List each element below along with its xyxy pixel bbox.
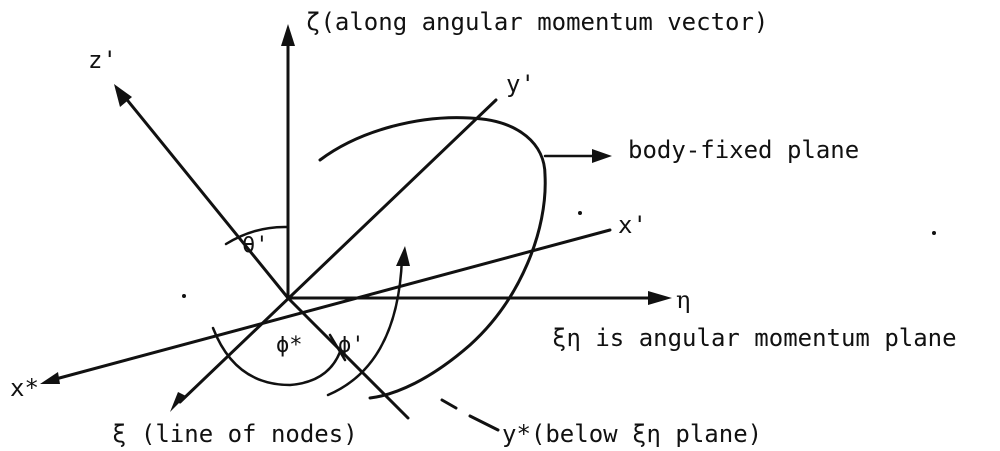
x-star-label: x* (10, 374, 39, 402)
z-prime-arrowhead (114, 84, 132, 107)
body-fixed-plane-label: body-fixed plane (628, 136, 859, 164)
body-fixed-plane-pointer-arrowhead (592, 149, 612, 163)
z-prime-label: z' (88, 46, 117, 74)
zeta-axis-arrowhead (281, 24, 295, 46)
xi-eta-plane-label: ξη is angular momentum plane (552, 324, 957, 352)
y-star-axis-dashed-2 (468, 414, 500, 432)
speck-dot-3 (182, 294, 186, 298)
speck-dot-2 (932, 231, 936, 235)
z-prime-axis (122, 94, 290, 300)
y-star-axis-dashed-1 (440, 398, 458, 410)
speck-dot-1 (578, 211, 582, 215)
phi-star-arc (211, 326, 342, 387)
body-fixed-plane-ellipse (318, 116, 547, 400)
theta-prime-label: θ' (242, 233, 269, 258)
xi-line-of-nodes-label: ξ (line of nodes) (112, 420, 358, 448)
phi-star-label: ϕ* (276, 333, 303, 358)
x-star-arrowhead (40, 372, 60, 384)
phi-prime-arrowhead (396, 246, 410, 266)
eta-axis-arrowhead (648, 291, 672, 305)
phi-prime-label: ϕ' (338, 333, 365, 358)
phi-prime-tick (328, 333, 347, 362)
xi-arrowhead (170, 392, 186, 412)
x-prime-axis (50, 228, 612, 382)
y-star-axis-solid (286, 296, 410, 420)
phi-prime-arc (326, 256, 404, 397)
theta-prime-arc (224, 225, 290, 246)
y-prime-label: y' (506, 70, 535, 98)
y-star-label: y*(below ξη plane) (502, 420, 762, 448)
eta-label: η (676, 286, 690, 314)
y-prime-axis (178, 98, 498, 404)
zeta-axis-label: ζ(along angular momentum vector) (306, 8, 768, 36)
x-prime-label: x' (618, 211, 647, 239)
